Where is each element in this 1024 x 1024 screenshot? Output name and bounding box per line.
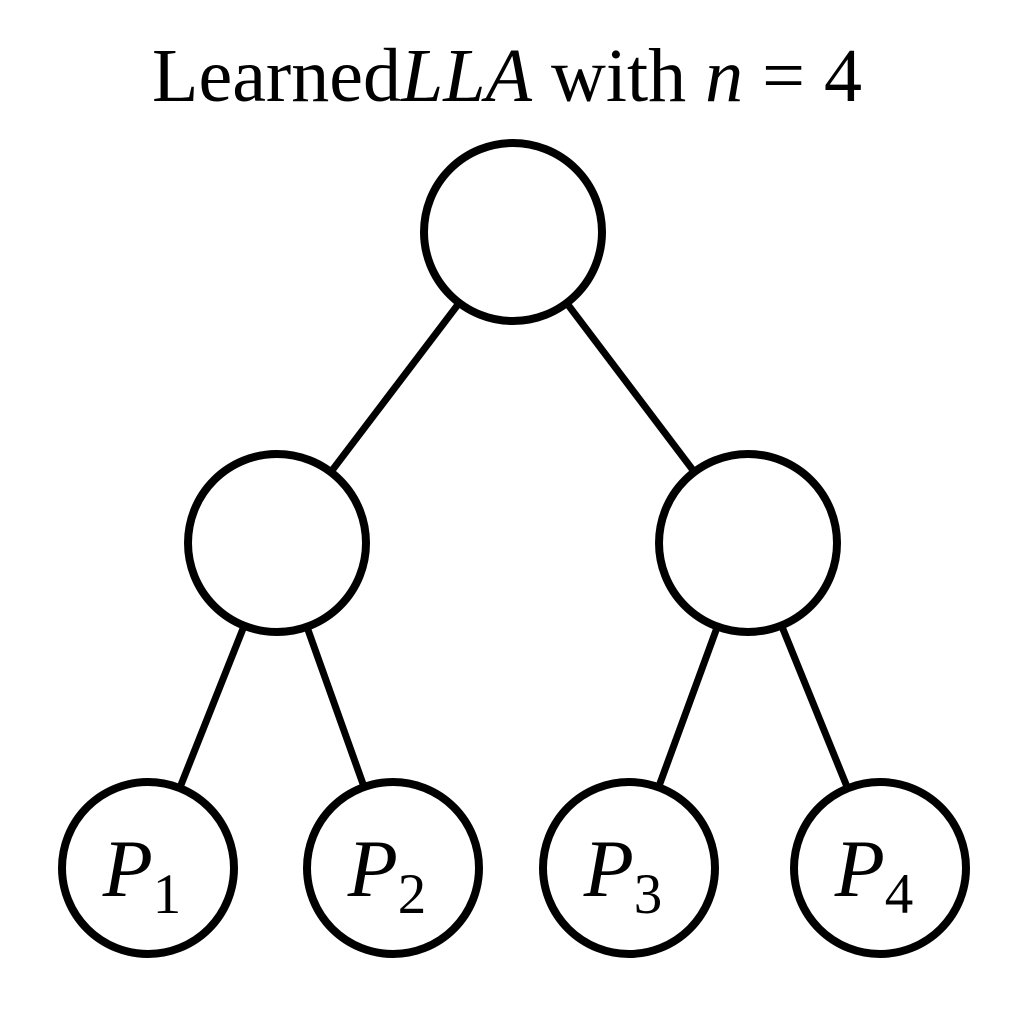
- title-part-italic-lla: LLA: [400, 34, 533, 118]
- leaf-label-p2: P2: [347, 823, 427, 926]
- leaf-node-p2: [303, 778, 483, 958]
- leaf-node-p1: [58, 778, 238, 958]
- diagram-title: LearnedLLA with n = 4: [152, 34, 862, 118]
- leaf-label-base: P: [834, 823, 885, 914]
- leaf-label-p3: P3: [583, 823, 663, 926]
- leaf-label-base: P: [583, 823, 634, 914]
- root-node: [420, 139, 606, 325]
- leaf-label-subscript: 1: [153, 863, 182, 926]
- diagram-title-group: LearnedLLA with n = 4: [152, 34, 862, 118]
- internal-node-right: [655, 450, 841, 636]
- title-part-italic-n: n: [705, 34, 743, 118]
- internal-node-left: [184, 450, 370, 636]
- title-part-upright: Learned: [152, 34, 401, 118]
- leaf-label-base: P: [102, 823, 153, 914]
- title-part-upright: with: [532, 34, 705, 118]
- leaf-node-p3: [539, 778, 719, 958]
- leaf-node-p4: [790, 778, 970, 958]
- leaf-label-p4: P4: [834, 823, 914, 926]
- leaf-label-subscript: 3: [634, 863, 663, 926]
- leaf-label-p1: P1: [102, 823, 182, 926]
- title-part-upright: = 4: [743, 34, 862, 118]
- leaf-label-subscript: 2: [398, 863, 427, 926]
- tree-nodes: [58, 139, 970, 958]
- leaf-label-subscript: 4: [885, 863, 914, 926]
- leaf-label-base: P: [347, 823, 398, 914]
